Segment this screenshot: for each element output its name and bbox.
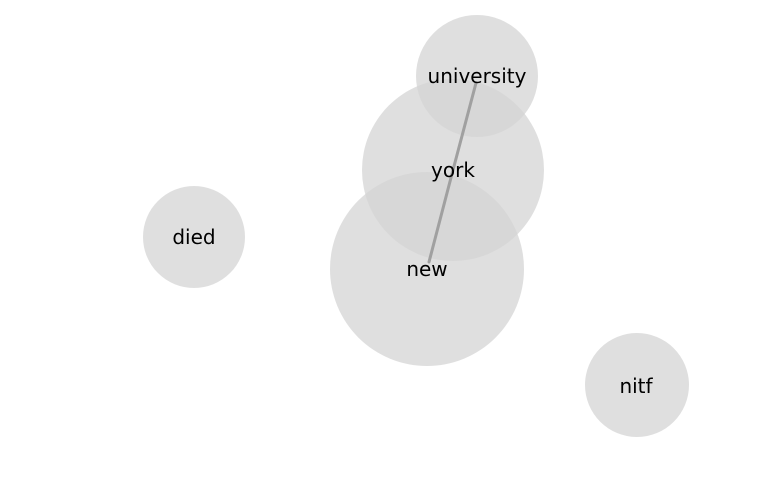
node-labels: new york university died nitf [172,64,653,398]
node-label-new: new [406,257,447,281]
node-label-university: university [428,64,527,88]
node-circle-university [416,15,538,137]
edges [427,81,478,264]
node-circle-died [143,186,245,288]
node-label-died: died [172,225,215,249]
edge-york-university [451,81,478,172]
node-label-york: york [431,158,475,182]
edge-new-york [427,168,455,264]
node-label-nitf: nitf [619,374,653,398]
node-circles [143,15,689,437]
node-circle-nitf [585,333,689,437]
